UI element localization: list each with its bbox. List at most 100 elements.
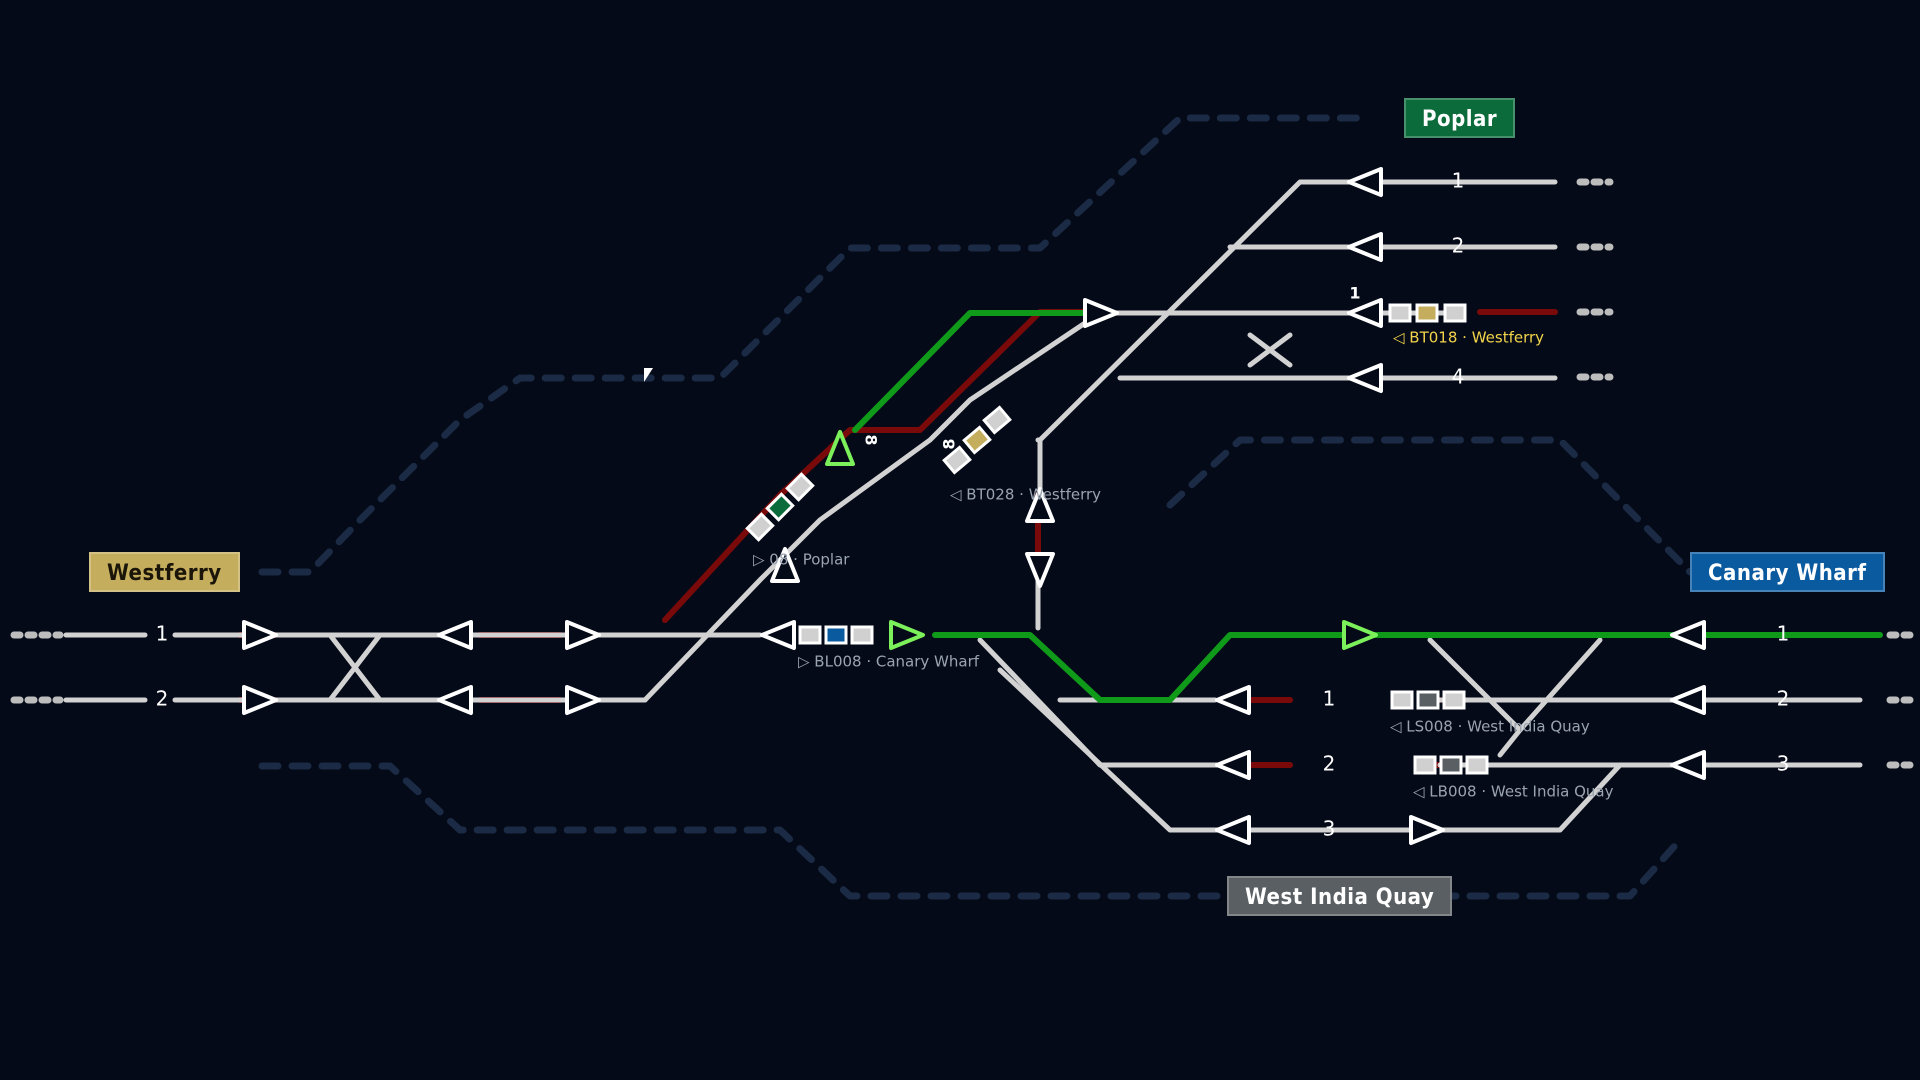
train-car-icon[interactable] [1415, 303, 1439, 323]
signal-triangle-icon[interactable] [565, 685, 601, 715]
train-car-icon[interactable] [1439, 755, 1463, 775]
signal-triangle-icon[interactable] [1215, 750, 1251, 780]
train-car-icon[interactable] [745, 512, 775, 542]
set-route-0 [852, 310, 1093, 433]
signal-triangle-icon[interactable] [565, 620, 601, 650]
train-label-bt018: ◁ BT018 · Westferry [1393, 329, 1544, 347]
train-car-icon[interactable] [982, 405, 1012, 435]
platform-number: 3 [1323, 817, 1336, 841]
signal-number: 8 [940, 438, 959, 449]
signal-triangle-icon[interactable] [1670, 620, 1706, 650]
signal-triangle-icon[interactable] [1347, 167, 1383, 197]
signal-triangle-icon[interactable] [437, 620, 473, 650]
signal-triangle-icon[interactable] [825, 430, 855, 466]
signal-layer[interactable] [242, 167, 1706, 845]
train-car-icon[interactable] [942, 445, 972, 475]
signal-number: 8 [862, 434, 881, 445]
train-car-icon[interactable] [942, 445, 972, 475]
signal-triangle-icon[interactable] [1025, 552, 1055, 588]
dashed-route-0 [258, 114, 1364, 576]
signal-triangle-icon[interactable] [1409, 815, 1445, 845]
signal-triangle-icon[interactable] [1215, 815, 1251, 845]
signal-number: 1 [1349, 284, 1360, 303]
signal-triangle-icon[interactable] [1347, 298, 1383, 328]
station-label-canary-wharf[interactable]: Canary Wharf [1690, 552, 1885, 592]
track-segment-26 [1497, 637, 1603, 758]
train-car-icon[interactable] [1442, 690, 1466, 710]
train-car-icon[interactable] [1443, 303, 1467, 323]
mouse-pointer-icon [644, 368, 653, 382]
train-car-icon[interactable] [1442, 690, 1466, 710]
train-car-icon[interactable] [1465, 755, 1489, 775]
train-car-icon[interactable] [1390, 690, 1414, 710]
signal-triangle-icon[interactable] [1215, 685, 1251, 715]
train-car-icon[interactable] [824, 625, 848, 645]
train-car-icon[interactable] [765, 492, 795, 522]
train-car-icon[interactable] [1413, 755, 1437, 775]
train-car-icon[interactable] [765, 492, 795, 522]
signal-triangle-icon[interactable] [1670, 685, 1706, 715]
train-car-icon[interactable] [1443, 303, 1467, 323]
track-segment-15 [1247, 332, 1293, 368]
train-car-icon[interactable] [745, 512, 775, 542]
signal-triangle-icon[interactable] [1025, 487, 1055, 523]
signal-triangle-icon[interactable] [1670, 750, 1706, 780]
train-car-icon[interactable] [824, 625, 848, 645]
train-car-icon[interactable] [798, 625, 822, 645]
signal-triangle-icon[interactable] [242, 620, 278, 650]
train-car-icon[interactable] [850, 625, 874, 645]
train-car-icon[interactable] [850, 625, 874, 645]
train-label-poplar: ▷ 08 · Poplar [753, 551, 850, 569]
train-car-icon[interactable] [1388, 303, 1412, 323]
track-segment-20 [997, 667, 1623, 833]
train-car-icon[interactable] [962, 425, 992, 455]
signal-triangle-icon[interactable] [760, 620, 796, 650]
dashed-route-2 [1166, 436, 1694, 576]
signal-triangle-icon[interactable] [770, 547, 800, 583]
signal-triangle-icon[interactable] [889, 620, 925, 650]
platform-number: 1 [1323, 687, 1336, 711]
train-label-bl008: ▷ BL008 · Canary Wharf [798, 653, 980, 671]
signal-triangle-icon[interactable] [242, 685, 278, 715]
set-route-1 [932, 632, 1683, 703]
train-car-icon[interactable] [962, 425, 992, 455]
train-car-icon[interactable] [1416, 690, 1440, 710]
signal-triangle-icon[interactable] [1347, 232, 1383, 262]
track-segment-7 [642, 310, 1103, 703]
train-car-icon[interactable] [1388, 303, 1412, 323]
train-car-icon[interactable] [1439, 755, 1463, 775]
train-car-icon[interactable] [785, 472, 815, 502]
platform-number: 2 [1452, 234, 1465, 258]
track-segment-25 [1427, 637, 1523, 733]
train-car-icon[interactable] [1415, 303, 1439, 323]
train-car-icon[interactable] [1413, 755, 1437, 775]
signal-triangle-icon[interactable] [437, 685, 473, 715]
platform-number: 1 [156, 622, 169, 646]
platform-number: 1 [1777, 622, 1790, 646]
signal-triangle-icon[interactable] [1342, 620, 1378, 650]
platform-number: 2 [1323, 752, 1336, 776]
train-label-bt028: ◁ BT028 · Westferry [950, 486, 1101, 504]
train-car-icon[interactable] [1390, 690, 1414, 710]
station-label-westferry[interactable]: Westferry [89, 552, 240, 592]
signal-triangle-icon[interactable] [1347, 363, 1383, 393]
dashed-route-1 [258, 762, 1234, 900]
dashed-route-3 [1436, 836, 1684, 900]
track-segment-6 [327, 632, 383, 703]
signal-triangle-icon[interactable] [1083, 298, 1119, 328]
train-car-icon[interactable] [1465, 755, 1489, 775]
set-route-layer [852, 310, 1883, 703]
station-label-west-india-quay[interactable]: West India Quay [1227, 876, 1453, 916]
platform-number: 3 [1777, 752, 1790, 776]
train-layer[interactable] [745, 303, 1489, 775]
train-car-icon[interactable] [785, 472, 815, 502]
platform-number: 1 [1452, 169, 1465, 193]
train-car-icon[interactable] [1416, 690, 1440, 710]
train-car-icon[interactable] [798, 625, 822, 645]
train-car-icon[interactable] [982, 405, 1012, 435]
station-label-poplar[interactable]: Poplar [1404, 98, 1516, 138]
platform-number: 2 [1777, 687, 1790, 711]
platform-number: 2 [156, 687, 169, 711]
